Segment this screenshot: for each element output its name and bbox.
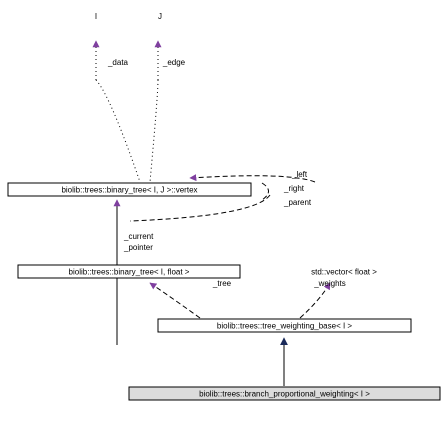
edge-label-current: _current <box>123 232 154 241</box>
node-vector[interactable] <box>270 264 418 278</box>
node-binary-tree[interactable] <box>17 264 241 279</box>
edge-right <box>261 182 269 201</box>
edge-parent <box>129 194 271 222</box>
edge-tree <box>149 282 201 319</box>
edge-label-edge: _edge <box>162 58 186 67</box>
edge-label-data: _data <box>107 58 129 67</box>
node-binary-tree-label: biolib::trees::binary_tree< I, float > <box>69 268 190 277</box>
edge-label-weights: _weights <box>313 279 346 288</box>
edge-weights <box>299 282 331 319</box>
edge-label-left: _left <box>291 170 308 179</box>
template-i-label: I <box>95 12 97 21</box>
node-vertex[interactable] <box>7 182 252 197</box>
edge-left <box>189 174 316 183</box>
node-vertex-label: biolib::trees::binary_tree< I, J >::vert… <box>61 186 197 195</box>
node-weighting-base[interactable] <box>157 318 412 333</box>
node-weighting-base-label: biolib::trees::tree_weighting_base< I > <box>217 322 353 331</box>
edge-label-right: _right <box>283 184 305 193</box>
edge-data-lower <box>95 79 141 183</box>
edge-label-parent: _parent <box>283 198 312 207</box>
edge-label-tree: _tree <box>212 279 232 288</box>
node-vector-label: std::vector< float > <box>311 268 377 277</box>
template-j-label: J <box>158 12 162 21</box>
node-proportional-weighting[interactable] <box>128 386 441 401</box>
node-proportional-weighting-label: biolib::trees::branch_proportional_weigh… <box>199 390 370 399</box>
edge-edge-lower <box>149 79 159 183</box>
edge-label-pointer: _pointer <box>123 243 153 252</box>
